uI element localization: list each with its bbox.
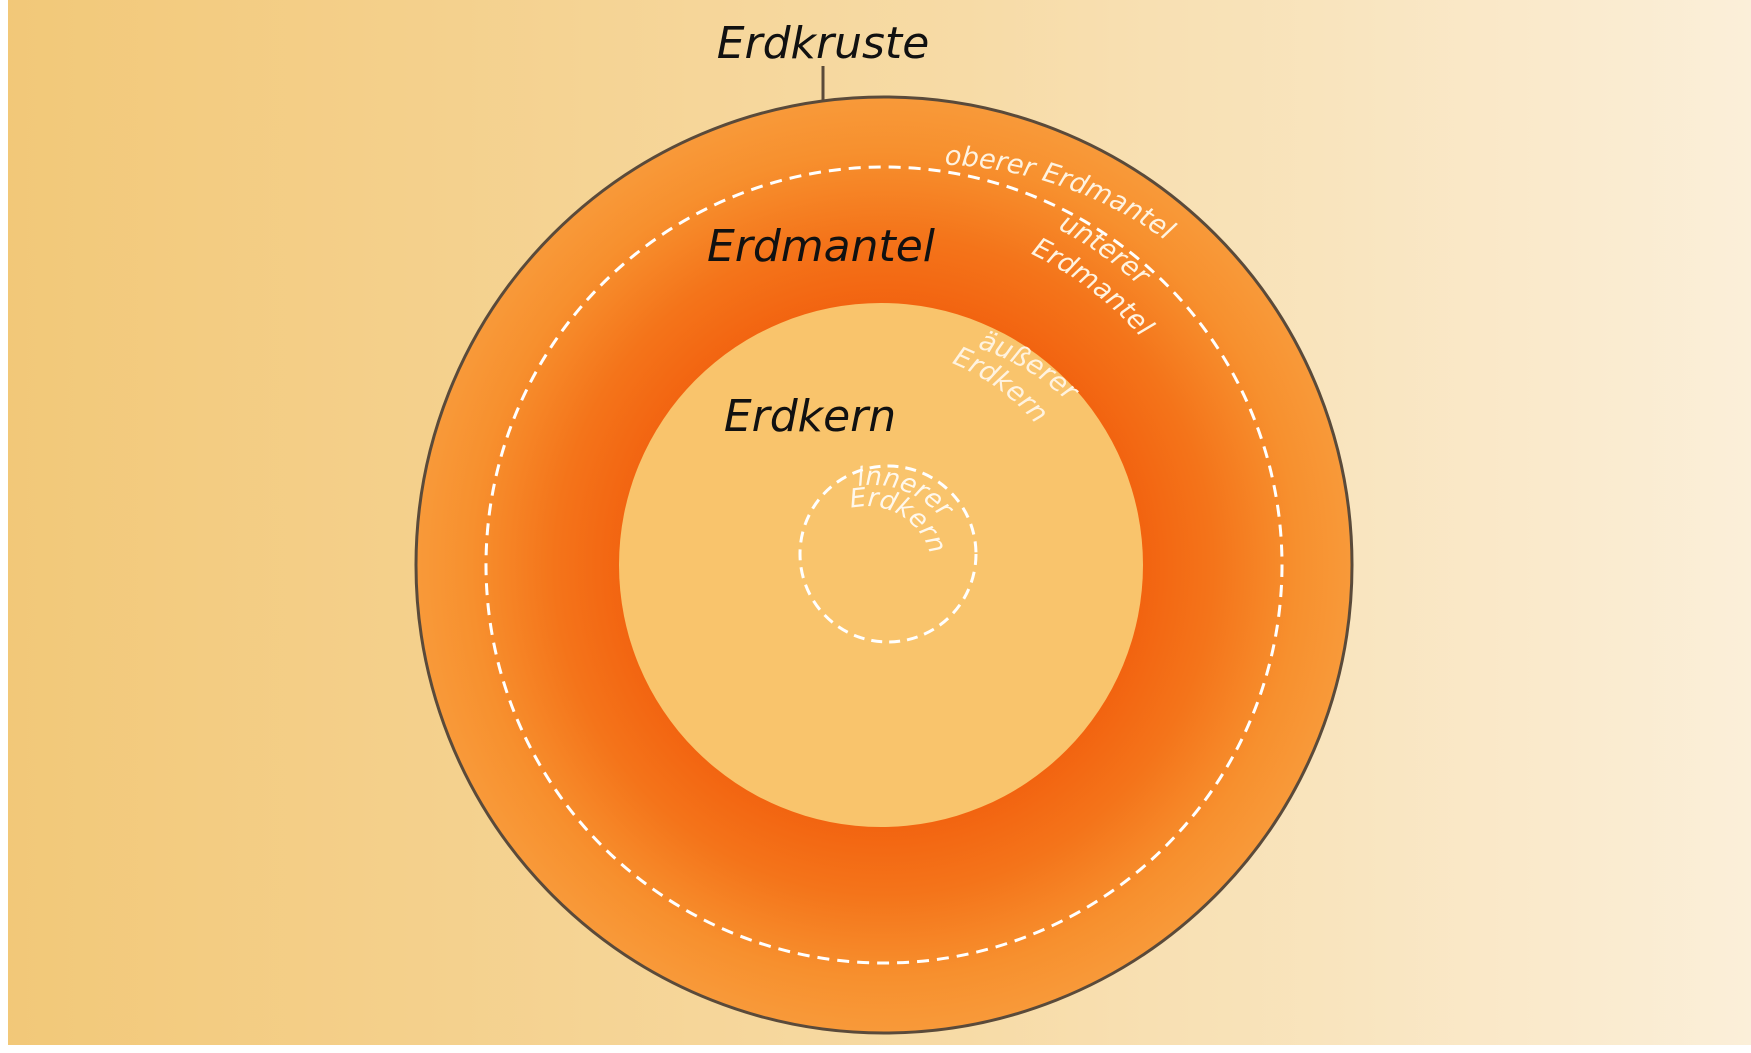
crust-label: Erdkruste [717,18,930,69]
frame-edge [0,1045,1751,1053]
core-label: Erdkern [724,391,896,442]
frame-edge [0,0,8,1053]
mantle-label: Erdmantel [707,221,936,272]
